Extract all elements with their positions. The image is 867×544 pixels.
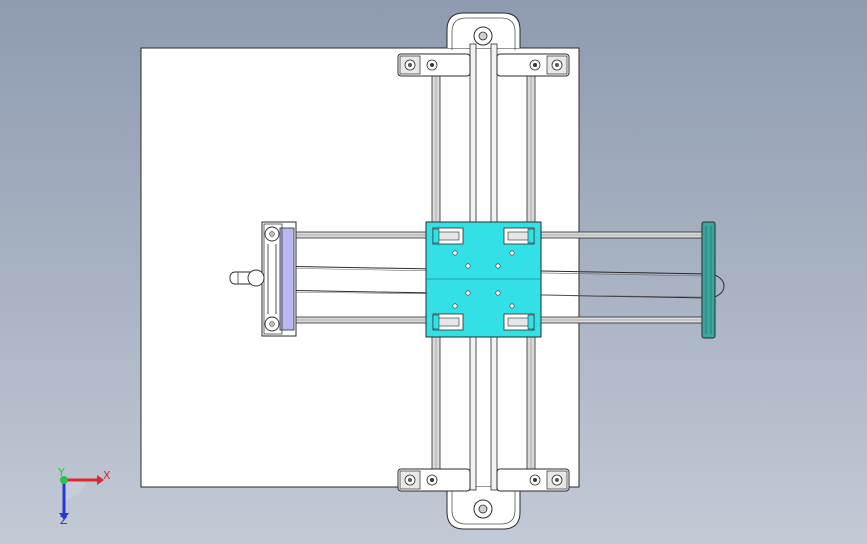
left-slider-block[interactable]	[229, 221, 297, 337]
triad-x-label: X	[103, 469, 111, 482]
bearing-window	[432, 227, 464, 245]
bearing-window	[503, 313, 535, 331]
bearing-window	[503, 227, 535, 245]
right-end-stop[interactable]	[701, 221, 716, 339]
bearing-window	[432, 313, 464, 331]
pen-icon	[247, 269, 265, 287]
carriage-holes	[452, 250, 515, 309]
triad-z-label: Z	[60, 514, 68, 527]
triad-y-label: Y	[57, 466, 65, 479]
bottom-right-bracket[interactable]	[496, 468, 570, 492]
top-left-bracket[interactable]	[397, 53, 471, 77]
y-axis-dot	[60, 476, 68, 484]
bottom-left-bracket[interactable]	[397, 468, 471, 492]
top-right-bracket[interactable]	[496, 53, 570, 77]
orientation-triad[interactable]: X Y Z	[57, 466, 111, 527]
cyan-carriage[interactable]	[425, 221, 542, 338]
